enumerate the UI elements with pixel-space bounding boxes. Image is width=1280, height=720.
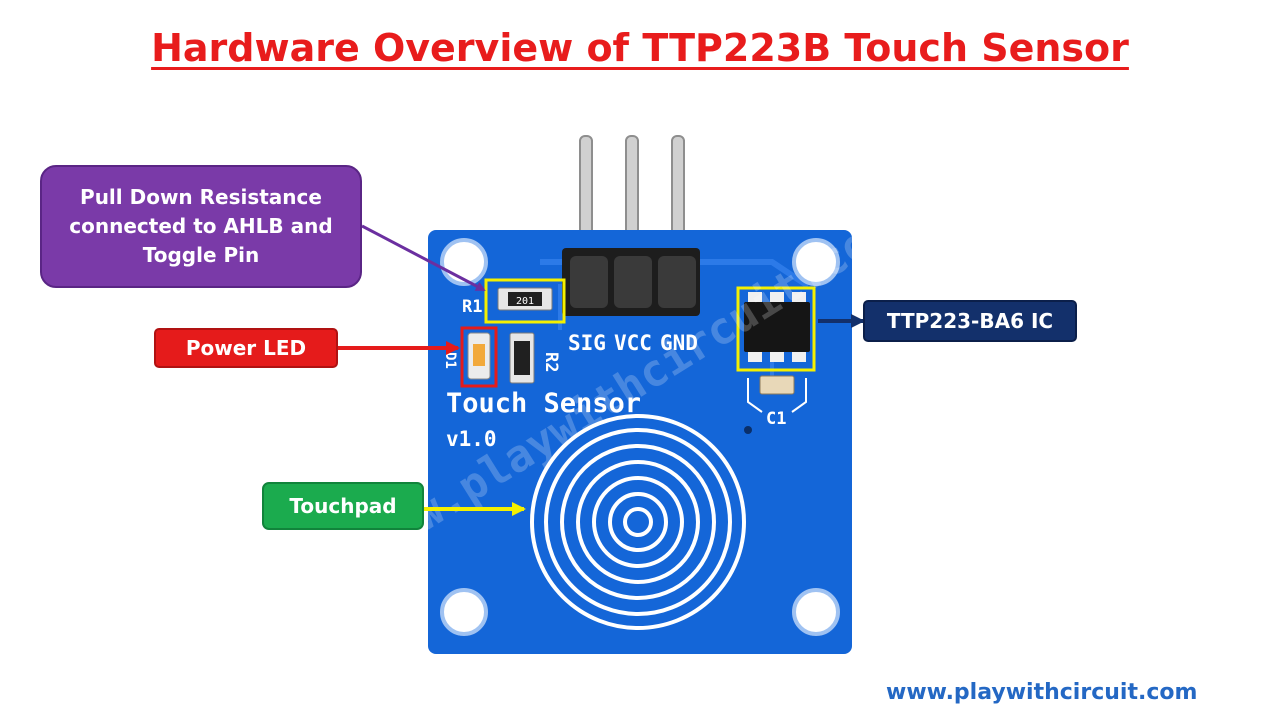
c1-outline (747, 378, 807, 413)
ic-pin (770, 292, 784, 302)
mounting-hole (440, 238, 488, 286)
mounting-hole (792, 588, 840, 636)
c1-capacitor (759, 375, 795, 395)
pulldown-callout-text: Pull Down Resistance connected to AHLB a… (69, 185, 333, 267)
pulldown-arrow (361, 224, 486, 292)
r2-label: R2 (541, 352, 561, 372)
mounting-hole (440, 588, 488, 636)
pin-label-sig: SIG (568, 331, 606, 355)
ic-callout: TTP223-BA6 IC (863, 300, 1077, 342)
touchpad-center (623, 507, 653, 537)
c1-label: C1 (766, 409, 786, 429)
ic-pin (792, 352, 806, 362)
ic-callout-text: TTP223-BA6 IC (886, 309, 1054, 333)
r1-label: R1 (462, 297, 482, 317)
website-url: www.playwithcircuit.com (886, 680, 1198, 705)
board-version: v1.0 (446, 427, 497, 451)
ttp223-ic (744, 292, 810, 362)
touchpad-callout: Touchpad (262, 482, 424, 530)
touchpad-callout-text: Touchpad (289, 494, 397, 518)
power-led-highlight-box (460, 326, 498, 388)
header-base (562, 248, 700, 316)
pulldown-highlight-box (484, 278, 566, 324)
r1-resistor-body (508, 292, 542, 306)
mounting-holes (440, 238, 840, 636)
header-cell (570, 256, 608, 308)
r2-resistor-body (514, 341, 530, 375)
led-label: D1 (442, 352, 458, 369)
pulldown-resistance-callout: Pull Down Resistance connected to AHLB a… (40, 165, 362, 288)
r1-code: 201 (516, 296, 534, 307)
pin-label-vcc: VCC (614, 331, 652, 355)
power-led-callout-text: Power LED (185, 336, 307, 360)
page-title-text: Hardware Overview of TTP223B Touch Senso… (151, 26, 1129, 70)
pin-label-gnd: GND (660, 331, 698, 355)
via-hole (744, 426, 752, 434)
ic-pin (770, 352, 784, 362)
ic-highlight-box (736, 286, 816, 372)
ic-pin (748, 292, 762, 302)
touchpad-ring (560, 444, 716, 600)
touchpad-ring (592, 476, 684, 568)
mounting-hole (792, 238, 840, 286)
power-led-callout: Power LED (154, 328, 338, 368)
header-cell (614, 256, 652, 308)
header-cell (658, 256, 696, 308)
ic-body (744, 302, 810, 352)
ic-pin (748, 352, 762, 362)
page-title: Hardware Overview of TTP223B Touch Senso… (0, 26, 1280, 70)
board-label: Touch Sensor (446, 388, 641, 419)
power-led-chip (473, 344, 485, 366)
touchpad-ring (576, 460, 700, 584)
touchpad-ring (608, 492, 668, 552)
touchpad-ring (544, 428, 732, 616)
ic-pin (792, 292, 806, 302)
touchpad-pad (530, 414, 746, 630)
